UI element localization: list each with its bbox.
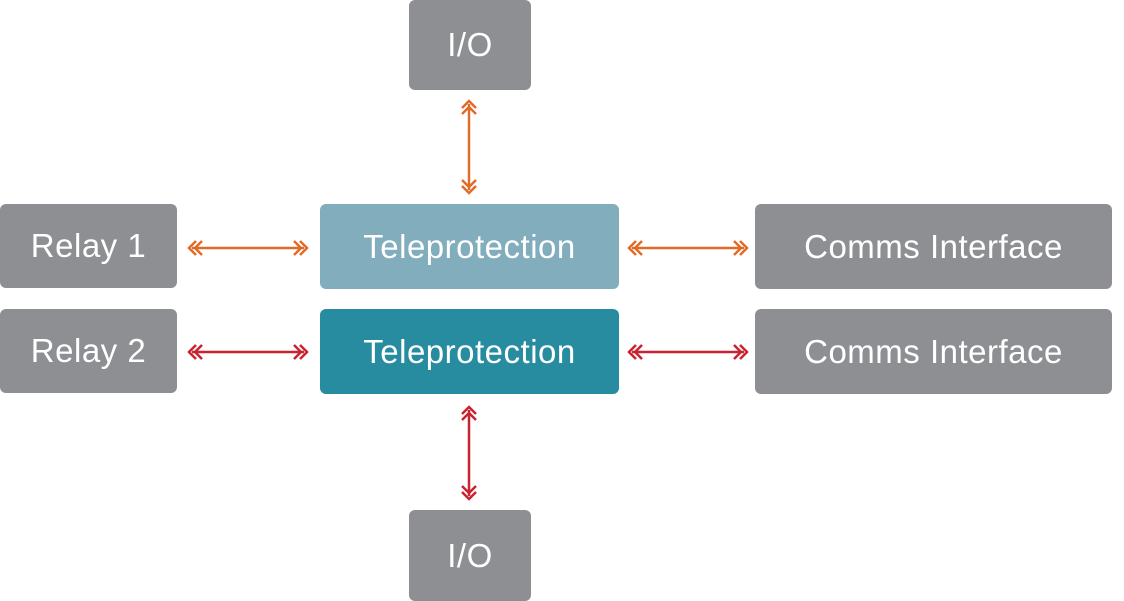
arrow-relay-1-teleprotection-1 [187, 240, 309, 256]
arrow-relay-2-teleprotection-2 [187, 344, 309, 360]
arrow-teleprotection-1-comms-1 [627, 240, 749, 256]
teleprotection-2-label: Teleprotection [363, 332, 576, 370]
relay-1-box: Relay 1 [0, 204, 177, 288]
teleprotection-2-box: Teleprotection [320, 309, 619, 394]
relay-2-box: Relay 2 [0, 309, 177, 393]
relay-1-label: Relay 1 [30, 227, 147, 264]
arrow-io-top-teleprotection-1 [461, 99, 477, 195]
comms-interface-2-label: Comms Interface [804, 332, 1063, 370]
teleprotection-1-label: Teleprotection [363, 227, 576, 265]
comms-interface-1-label: Comms Interface [804, 227, 1063, 265]
comms-interface-1-box: Comms Interface [755, 204, 1112, 289]
io-top-label: I/O [447, 26, 493, 63]
io-top-box: I/O [409, 0, 531, 90]
io-bottom-box: I/O [409, 510, 531, 601]
comms-interface-2-box: Comms Interface [755, 309, 1112, 394]
teleprotection-1-box: Teleprotection [320, 204, 619, 289]
relay-2-label: Relay 2 [30, 332, 147, 369]
arrow-teleprotection-2-comms-2 [627, 344, 749, 360]
arrow-teleprotection-2-io-bottom [461, 405, 477, 501]
io-bottom-label: I/O [447, 536, 493, 574]
